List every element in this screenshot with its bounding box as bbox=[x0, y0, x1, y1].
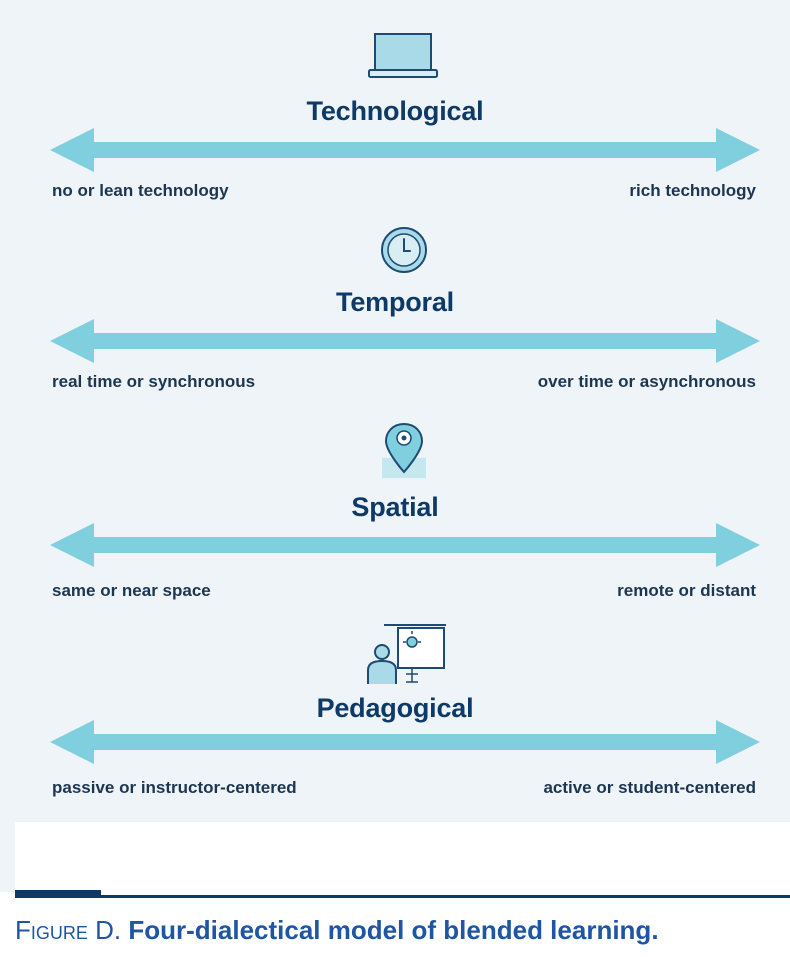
figure-caption: Figure D. Four-dialectical model of blen… bbox=[15, 915, 790, 946]
dimension-temporal: Temporal real time or synchronous over t… bbox=[0, 0, 790, 391]
laptop-icon bbox=[368, 33, 438, 78]
dimension-title: Technological bbox=[306, 96, 484, 126]
double-arrow bbox=[50, 319, 760, 363]
location-pin-icon bbox=[382, 422, 426, 478]
double-arrow bbox=[50, 523, 760, 567]
right-end-label: remote or distant bbox=[617, 581, 756, 600]
double-arrow bbox=[50, 720, 760, 764]
right-end-label: active or student-centered bbox=[543, 778, 756, 797]
caption-rule-tab bbox=[15, 890, 101, 898]
dimension-title: Temporal bbox=[336, 287, 454, 317]
figure-label: Figure D. bbox=[15, 915, 122, 945]
right-end-label: over time or asynchronous bbox=[537, 372, 756, 391]
left-end-label: same or near space bbox=[52, 581, 211, 600]
dimension-pedagogical: Pedagogical passive or instructor-center… bbox=[0, 0, 790, 797]
dimension-technological: Technological no or lean technology rich… bbox=[0, 0, 790, 200]
instructor-presentation-icon bbox=[367, 624, 446, 684]
right-end-label: rich technology bbox=[629, 181, 756, 200]
diagram-panel bbox=[0, 0, 790, 822]
dimension-spatial: Spatial same or near space remote or dis… bbox=[0, 0, 790, 600]
left-end-label: passive or instructor-centered bbox=[52, 778, 297, 797]
left-end-label: real time or synchronous bbox=[52, 372, 256, 391]
double-arrow bbox=[50, 128, 760, 172]
clock-icon bbox=[381, 227, 427, 273]
left-end-label: no or lean technology bbox=[52, 181, 229, 200]
panel-notch bbox=[0, 822, 15, 892]
caption-rule bbox=[15, 895, 790, 898]
dimension-title: Spatial bbox=[351, 492, 439, 522]
dimension-title: Pedagogical bbox=[316, 693, 474, 723]
figure-caption-text: Four-dialectical model of blended learni… bbox=[128, 915, 659, 945]
